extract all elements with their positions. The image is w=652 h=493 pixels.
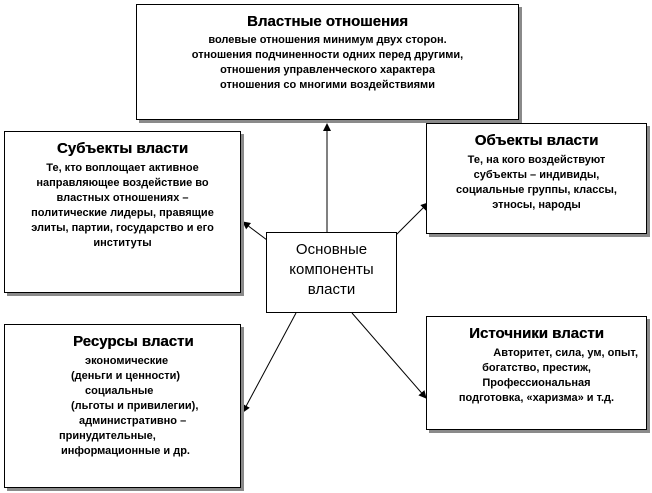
power-relations-line: отношения со многими воздействиями bbox=[220, 79, 435, 91]
power-relations-box: Властные отношения волевые отношения мин… bbox=[136, 4, 519, 120]
core-components-line: Основные bbox=[295, 241, 368, 258]
resources-line: административно – bbox=[79, 415, 187, 427]
arrow-to-objects bbox=[394, 202, 429, 237]
power-relations-line: волевые отношения минимум двух сторон. bbox=[208, 34, 447, 46]
resources-line: информационные и др. bbox=[61, 445, 190, 457]
objects-line: этносы, народы bbox=[492, 199, 581, 211]
sources-line: богатство, престиж, bbox=[482, 362, 591, 374]
sources-line: Профессиональная bbox=[482, 377, 591, 389]
resources-line: экономические bbox=[85, 355, 169, 367]
arrow-to-subjects bbox=[242, 221, 268, 241]
objects-title: Объекты власти bbox=[474, 132, 599, 149]
resources-title: Ресурсы власти bbox=[73, 333, 194, 350]
objects-line: Те, на кого воздействуют bbox=[467, 154, 606, 166]
core-components-box: Основные компоненты власти bbox=[266, 232, 397, 313]
arrow-to-resources bbox=[242, 312, 297, 413]
resources-line: социальные bbox=[85, 385, 154, 397]
resources-box: Ресурсы власти экономические (деньги и ц… bbox=[4, 324, 241, 488]
subjects-line: направляющее воздействие во bbox=[36, 177, 209, 189]
subjects-line: властных отношениях – bbox=[56, 192, 189, 204]
objects-line: социальные группы, классы, bbox=[456, 184, 617, 196]
sources-line: Авторитет, сила, ум, опыт, bbox=[493, 347, 638, 359]
subjects-box: Субъекты власти Те, кто воплощает активн… bbox=[4, 131, 241, 293]
power-relations-title: Властные отношения bbox=[246, 13, 408, 30]
subjects-line: Те, кто воплощает активное bbox=[46, 162, 199, 174]
resources-line: (деньги и ценности) bbox=[71, 370, 181, 382]
subjects-line: институты bbox=[93, 237, 152, 249]
arrow-to-sources bbox=[351, 312, 427, 399]
objects-line: субъекты – индивиды, bbox=[473, 169, 600, 181]
resources-line: принудительные, bbox=[59, 430, 156, 442]
subjects-line: элиты, партии, государство и его bbox=[31, 222, 214, 234]
sources-box: Источники власти Авторитет, сила, ум, оп… bbox=[426, 316, 647, 430]
power-relations-line: отношения подчиненности одних перед друг… bbox=[191, 49, 464, 61]
subjects-title: Субъекты власти bbox=[56, 140, 189, 157]
subjects-line: политические лидеры, правящие bbox=[31, 207, 214, 219]
objects-box: Объекты власти Те, на кого воздействуют … bbox=[426, 123, 647, 234]
core-components-line: власти bbox=[307, 281, 356, 298]
core-components-line: компоненты bbox=[289, 261, 374, 278]
sources-line: подготовка, «харизма» и т.д. bbox=[458, 392, 615, 404]
sources-title: Источники власти bbox=[469, 325, 604, 342]
resources-line: (льготы и привилегии), bbox=[71, 400, 199, 412]
power-relations-line: отношения управленческого характера bbox=[220, 64, 435, 76]
